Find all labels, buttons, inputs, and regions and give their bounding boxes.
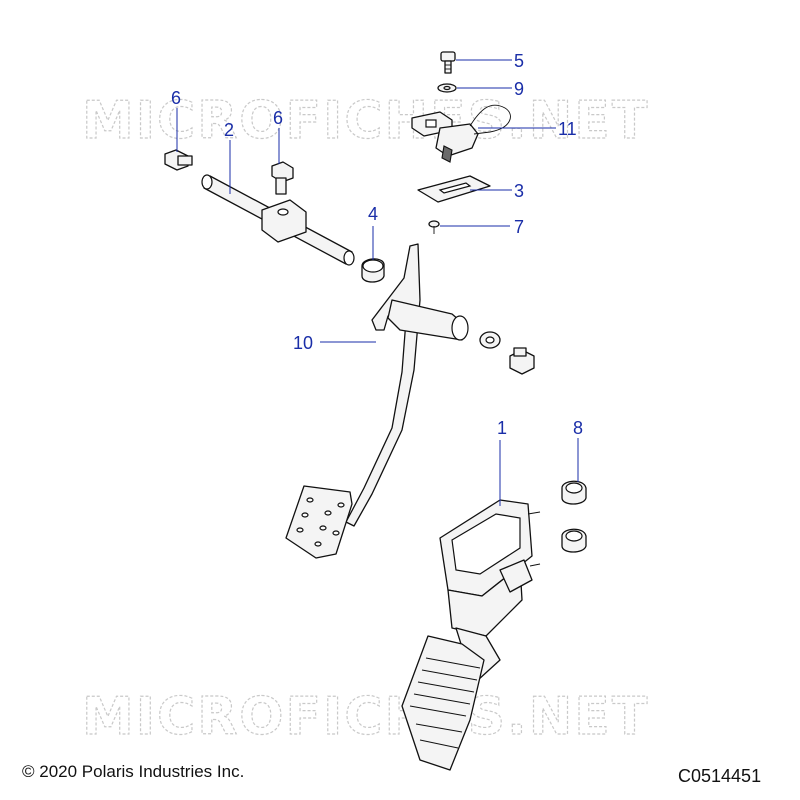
part-1-throttle-pedal: [401, 499, 541, 771]
part-7-screw: [428, 220, 440, 234]
copyright-text: © 2020 Polaris Industries Inc.: [22, 762, 245, 781]
callout-7: 7: [514, 217, 524, 237]
watermark-top: MICROFICHES.NET: [82, 91, 649, 151]
watermark-bottom: MICROFICHES.NET: [82, 687, 649, 747]
callout-1: 1: [497, 418, 507, 438]
part-10-pedal-arm: [285, 243, 469, 559]
callout-5: 5: [514, 51, 524, 71]
callout-8: 8: [573, 418, 583, 438]
pivot-washer: [479, 331, 501, 349]
part-6-bolt-right: [271, 161, 294, 195]
callout-4: 4: [368, 204, 378, 224]
throttle-pad-ribs: [409, 657, 481, 749]
part-5-bolt: [440, 51, 456, 74]
drawing-number: C0514451: [678, 766, 762, 786]
part-3-plate: [417, 175, 491, 203]
part-9-washer: [437, 83, 457, 93]
callout-labels: 1 2 3 4 5 6 6 7 8 9 10 11: [171, 51, 583, 438]
part-8-grommet-top: [561, 480, 587, 505]
callout-6-left: 6: [171, 88, 181, 108]
part-6-bolt-left: [164, 149, 193, 171]
callout-10: 10: [293, 333, 313, 353]
pedal-pad-holes: [296, 497, 345, 547]
part-8-grommet-bottom: [561, 528, 587, 553]
pivot-bolt: [509, 347, 535, 375]
part-2-shaft: [201, 174, 355, 266]
callout-11: 11: [558, 119, 577, 139]
leader-lines: [176, 59, 579, 506]
callout-2: 2: [224, 120, 234, 140]
part-11-sensor: [411, 104, 511, 163]
callout-3: 3: [514, 181, 524, 201]
part-4-bushing: [361, 258, 385, 283]
callout-9: 9: [514, 79, 524, 99]
callout-6-right: 6: [273, 108, 283, 128]
